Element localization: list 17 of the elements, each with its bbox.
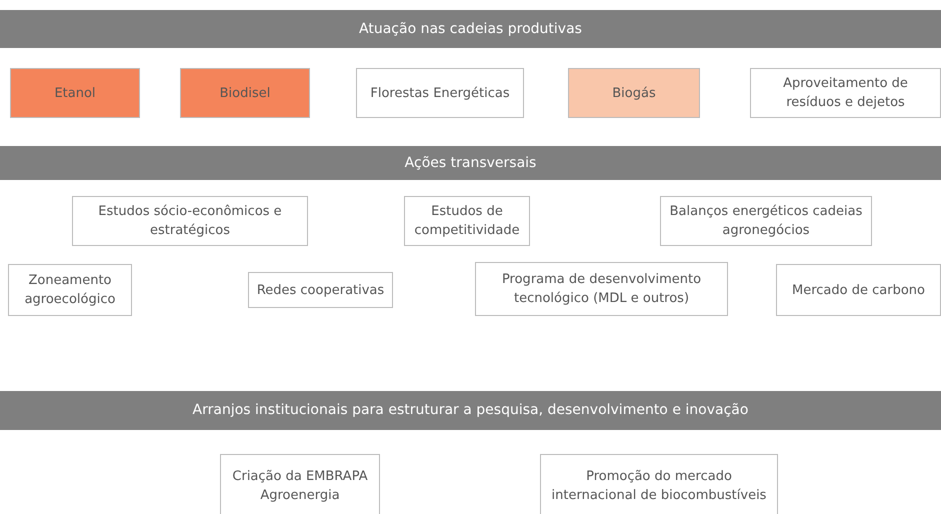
category-box: Aproveitamento de resíduos e dejetos — [750, 68, 941, 118]
category-box: Estudos sócio-econômicos e estratégicos — [72, 196, 308, 246]
category-box: Biodisel — [180, 68, 310, 118]
category-box: Criação da EMBRAPA Agroenergia — [220, 454, 380, 514]
category-box: Balanços energéticos cadeias agronegócios — [660, 196, 872, 246]
category-box: Programa de desenvolvimento tecnológico (MDL e outros) — [475, 262, 728, 316]
category-box: Zoneamento agroecológico — [8, 264, 132, 316]
category-box: Redes cooperativas — [248, 272, 393, 308]
category-box: Promoção do mercado internacional de biocombustíveis — [540, 454, 778, 514]
category-box: Biogás — [568, 68, 700, 118]
section-header-bar: Arranjos institucionais para estruturar a pesquisa, desenvolvimento e inovação — [0, 391, 941, 430]
category-box: Mercado de carbono — [776, 264, 941, 316]
category-box: Estudos de competitividade — [404, 196, 530, 246]
section-header-bar: Atuação nas cadeias produtivas — [0, 10, 941, 48]
category-box: Etanol — [10, 68, 140, 118]
section-header-bar: Ações transversais — [0, 146, 941, 180]
category-box: Florestas Energéticas — [356, 68, 524, 118]
